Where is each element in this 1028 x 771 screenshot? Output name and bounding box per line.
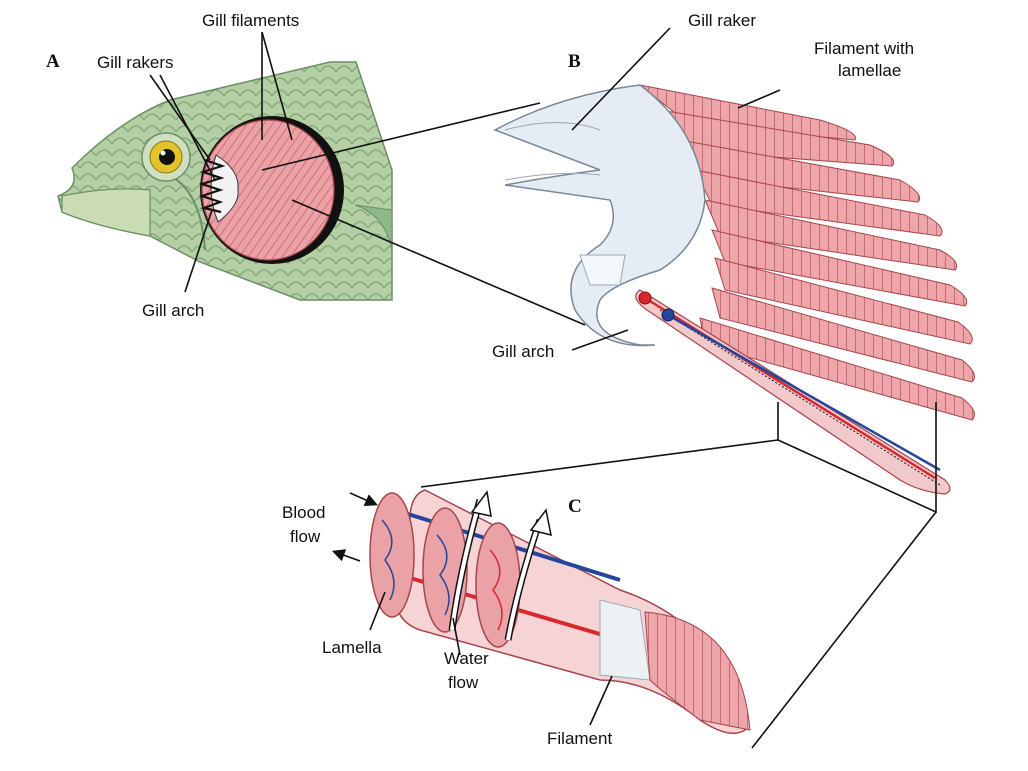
blood-flow-arrows — [331, 492, 378, 562]
gill-chamber — [198, 116, 344, 264]
label-blood-flow-line2: flow — [290, 527, 321, 546]
fish-eye — [141, 132, 191, 182]
label-water-flow-line1: Water — [444, 649, 489, 668]
label-gill-arch-a: Gill arch — [142, 301, 204, 320]
panel-label-b: B — [568, 51, 581, 72]
label-gill-raker: Gill raker — [688, 11, 756, 30]
label-filament-with-lamellae-line1: Filament with — [814, 39, 914, 58]
leader-lines — [149, 27, 781, 726]
label-water-flow-line2: flow — [448, 673, 479, 692]
cut-filament — [635, 289, 951, 495]
label-blood-flow-line1: Blood — [282, 503, 325, 522]
label-gill-filaments: Gill filaments — [202, 11, 299, 30]
label-gill-arch-b: Gill arch — [492, 342, 554, 361]
zoom-lines — [261, 102, 937, 749]
label-gill-rakers: Gill rakers — [97, 53, 174, 72]
lamella-discs — [369, 492, 521, 648]
label-filament: Filament — [547, 729, 612, 748]
label-lamella: Lamella — [322, 638, 382, 657]
water-flow-arrows — [448, 490, 552, 641]
panel-label-c: C — [568, 496, 582, 517]
gill-raker-shape — [493, 84, 706, 347]
label-filament-with-lamellae-line2: lamellae — [838, 61, 901, 80]
gill-filament-fan — [639, 84, 975, 421]
panel-label-a: A — [46, 51, 60, 72]
